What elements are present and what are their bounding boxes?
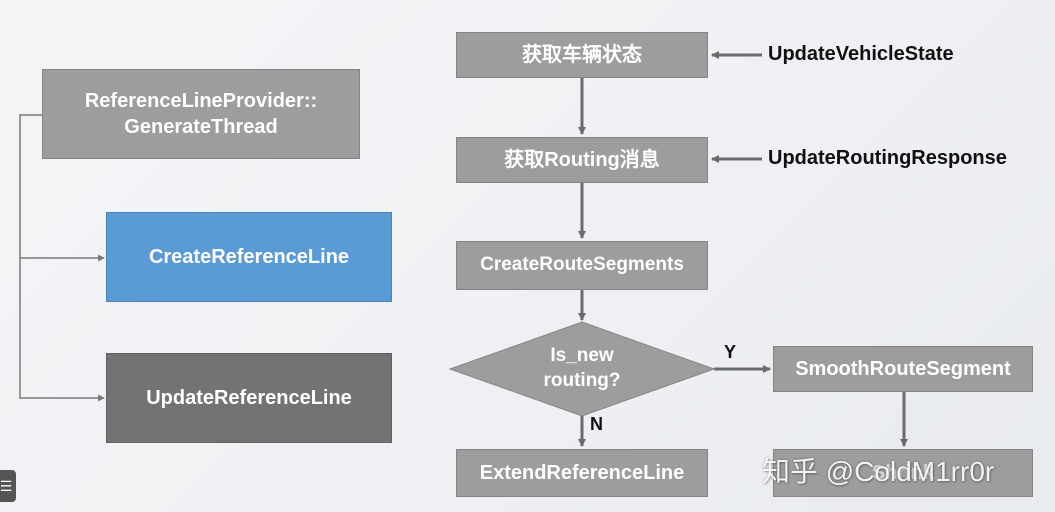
get-vehicle-state-box: 获取车辆状态 [456,32,708,78]
extend-reference-line-box: ExtendReferenceLine [456,449,708,497]
smooth-route-segment-box: SmoothRouteSegment [773,346,1033,392]
update-routing-response-label: UpdateRoutingResponse [768,147,1007,169]
zhihu-watermark: 知乎 @ColdM1rr0r [762,456,995,487]
update-vehicle-state-label: UpdateVehicleState [768,43,954,65]
decision-label: Is_new routing? [543,345,621,391]
left-bracket-connector [19,114,105,402]
get-routing-message-box: 获取Routing消息 [456,137,708,183]
menu-icon[interactable]: ☰ [0,470,16,502]
create-route-segments-box: CreateRouteSegments [456,241,708,290]
create-reference-line-box: CreateReferenceLine [106,212,392,302]
update-reference-line-box: UpdateReferenceLine [106,353,392,443]
no-label: N [590,414,603,434]
shrink-box: Shrink [773,449,1033,497]
generate-thread-box: ReferenceLineProvider:: GenerateThread [42,69,360,159]
decision-diamond [448,321,716,417]
yes-label: Y [724,342,737,362]
